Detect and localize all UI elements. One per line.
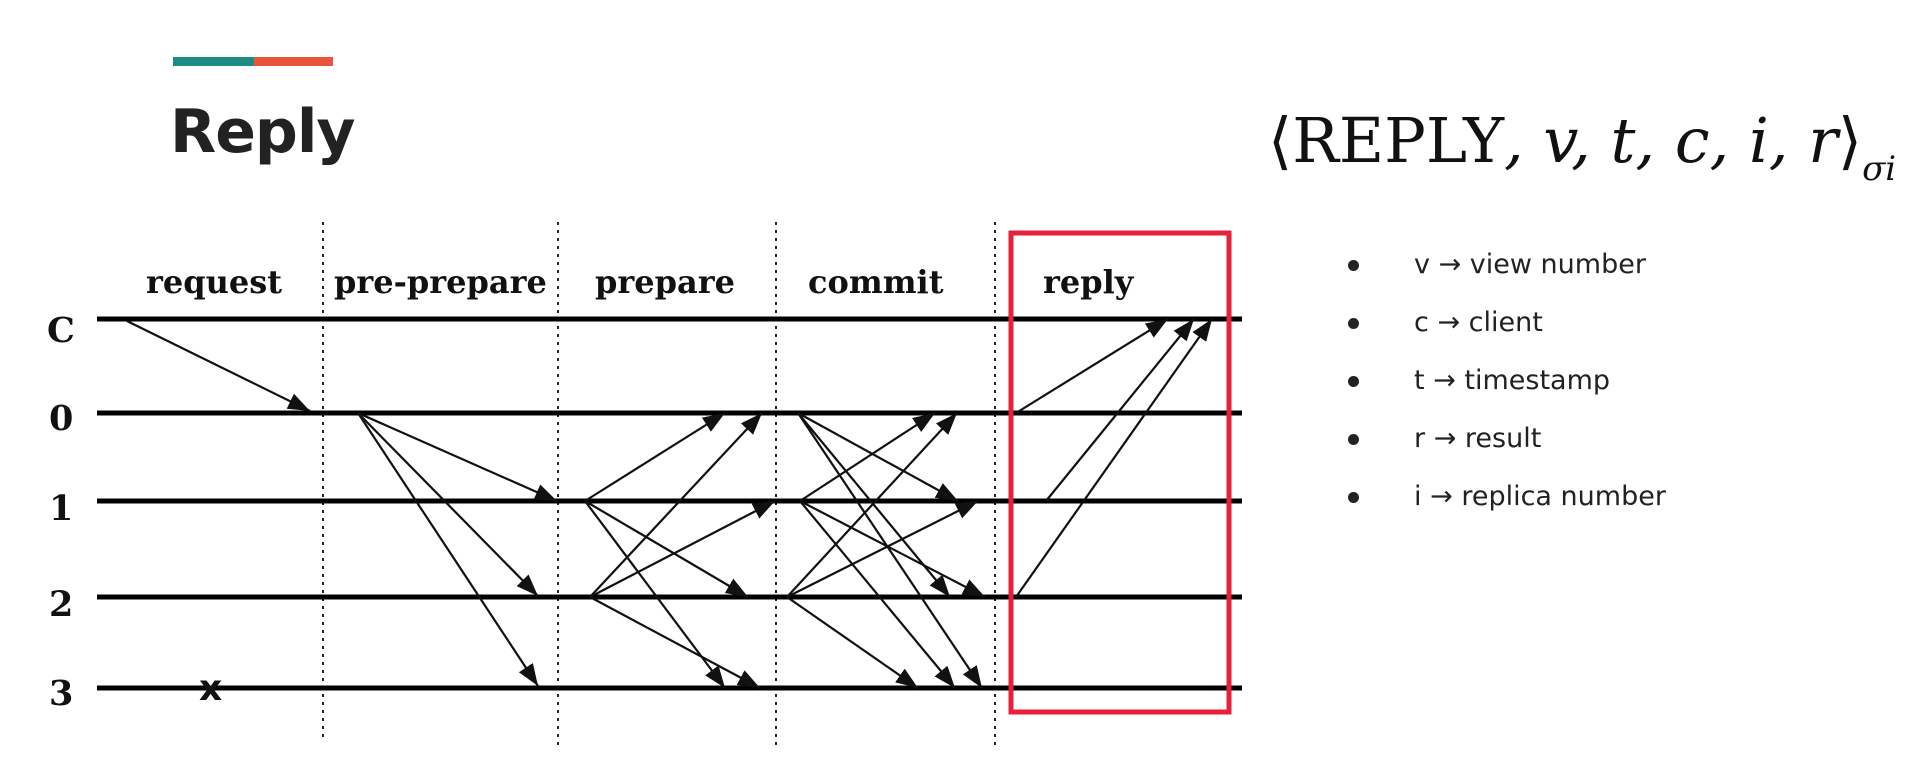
formula-keyword: REPLY xyxy=(1292,104,1504,177)
phase-label-pre-prepare: pre-prepare xyxy=(334,263,547,301)
arrow-prepare xyxy=(589,500,776,598)
arrow-commit xyxy=(786,596,919,689)
legend-meaning: result xyxy=(1464,423,1542,454)
arrow-reply xyxy=(1045,318,1195,502)
field-legend: v → view number c → client t → timestamp… xyxy=(1348,246,1666,536)
row-label-replica-2: 2 xyxy=(49,584,73,625)
legend-item: v → view number xyxy=(1348,246,1666,304)
phase-separators xyxy=(322,222,996,750)
arrow-commit xyxy=(786,500,979,598)
legend-meaning: client xyxy=(1468,307,1543,338)
legend-meaning: timestamp xyxy=(1464,365,1611,396)
arrow-icon: → xyxy=(1437,307,1461,338)
legend-item: i → replica number xyxy=(1348,478,1666,536)
bullet-icon xyxy=(1348,260,1359,271)
accent-bar-orange xyxy=(254,57,333,66)
arrow-icon: → xyxy=(1433,423,1457,454)
arrow-commit xyxy=(797,412,951,598)
phase-label-request: request xyxy=(146,263,282,301)
arrow-icon: → xyxy=(1433,365,1456,396)
slide-title: Reply xyxy=(170,97,356,167)
crashed-replica-x-mark: x xyxy=(199,668,222,709)
arrow-commit xyxy=(786,412,958,598)
arrow-reply xyxy=(1015,318,1213,598)
phase-label-prepare: prepare xyxy=(595,263,735,301)
row-label-replica-3: 3 xyxy=(49,673,73,714)
accent-bar-teal xyxy=(173,57,254,66)
bullet-icon xyxy=(1348,492,1359,503)
legend-meaning: replica number xyxy=(1461,481,1666,512)
reply-message-formula: ⟨REPLY, v, t, c, i, r⟩σi xyxy=(1268,110,1896,187)
formula-args: , v, t, c, i, r xyxy=(1504,104,1838,177)
formula-open-bracket: ⟨ xyxy=(1268,104,1293,177)
legend-item: r → result xyxy=(1348,420,1666,478)
legend-symbol: t xyxy=(1414,365,1425,396)
bullet-icon xyxy=(1348,434,1359,445)
bullet-icon xyxy=(1348,376,1359,387)
legend-symbol: i xyxy=(1414,481,1422,512)
arrow-prepare xyxy=(584,412,726,502)
arrow-commit xyxy=(799,500,956,689)
row-label-client: C xyxy=(47,310,75,351)
legend-item: c → client xyxy=(1348,304,1666,362)
arrow-commit xyxy=(797,412,983,689)
phase-label-commit: commit xyxy=(808,263,944,301)
arrow-commit xyxy=(797,412,959,502)
legend-symbol: r xyxy=(1414,423,1426,454)
arrow-pre-prepare xyxy=(357,411,558,503)
row-label-replica-0: 0 xyxy=(49,398,73,439)
arrow-icon: → xyxy=(1430,481,1453,512)
arrow-reply xyxy=(1015,318,1169,414)
arrow-request xyxy=(126,320,311,412)
arrow-icon: → xyxy=(1438,249,1462,280)
arrow-prepare xyxy=(589,596,761,689)
legend-item: t → timestamp xyxy=(1348,362,1666,420)
arrow-commit xyxy=(799,500,986,598)
arrow-pre-prepare xyxy=(357,412,539,597)
legend-symbol: c xyxy=(1414,307,1429,338)
reply-phase-highlight-box xyxy=(1008,230,1232,715)
arrow-prepare xyxy=(584,500,749,598)
arrow-prepare xyxy=(589,412,763,598)
message-arrows xyxy=(126,318,1213,689)
legend-symbol: v xyxy=(1414,249,1430,280)
bullet-icon xyxy=(1348,318,1359,329)
legend-meaning: view number xyxy=(1469,249,1646,280)
arrow-commit xyxy=(799,412,936,502)
formula-subscript: σi xyxy=(1862,149,1897,189)
phase-label-reply: reply xyxy=(1043,263,1135,301)
title-accent-bar xyxy=(173,57,333,66)
row-label-replica-1: 1 xyxy=(49,488,73,529)
arrow-pre-prepare xyxy=(357,412,539,687)
timelines xyxy=(97,316,1242,691)
formula-close-bracket: ⟩ xyxy=(1837,104,1863,177)
